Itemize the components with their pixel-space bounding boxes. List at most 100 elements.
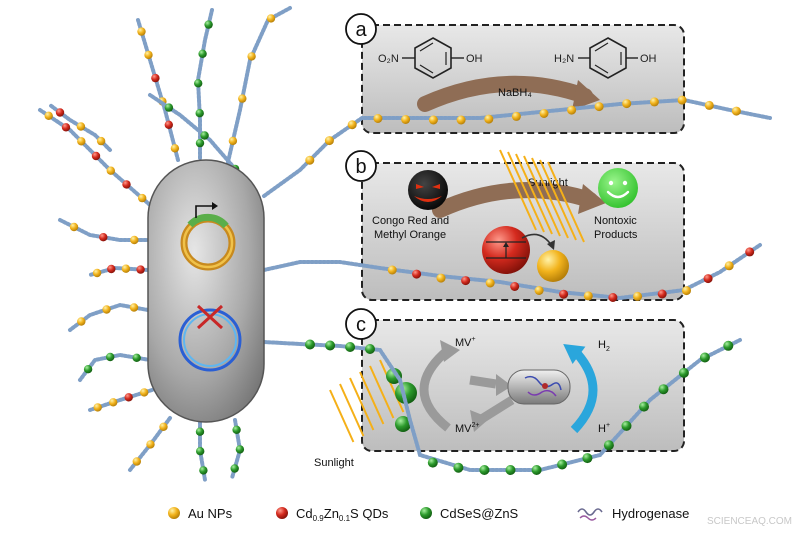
legend-au-label: Au NPs: [188, 506, 233, 521]
green-bead-c2: [582, 453, 593, 464]
filament-bead: [198, 49, 207, 58]
filament-bead: [132, 353, 141, 362]
filament-bead: [195, 427, 205, 436]
bead-b: [608, 293, 618, 302]
bead-b: [461, 276, 471, 286]
cell-nanowires: [38, 6, 292, 482]
bead-b: [583, 291, 593, 301]
au-bead-a: [511, 111, 521, 121]
bead-b: [412, 269, 422, 279]
filament-bead: [61, 123, 71, 132]
mv-cycle-head-top: [440, 340, 460, 362]
product-label-line2: Products: [594, 229, 638, 241]
filament-bead: [136, 265, 145, 274]
filament-bead: [159, 422, 168, 431]
bead-b: [387, 265, 397, 275]
filament-wire: [148, 93, 252, 188]
bead-b: [510, 282, 520, 291]
green-bead-c2: [603, 440, 614, 451]
au-bead-a: [704, 100, 714, 110]
green-bead-c2: [621, 420, 632, 431]
filament-bead: [138, 193, 147, 203]
filament-bead: [109, 398, 118, 407]
filament-bead: [140, 388, 149, 397]
reaction-arrow-b: [432, 182, 598, 218]
green-bead-c2: [531, 465, 542, 475]
green-bead-c2: [505, 465, 516, 475]
green-bead-c2: [453, 462, 464, 473]
legend-item-au: Au NPs: [168, 506, 233, 521]
au-bead-a: [484, 114, 494, 124]
filament-bead: [92, 268, 102, 278]
watermark: SCIENCEAQ.COM: [707, 516, 792, 527]
filament-bead: [195, 109, 204, 118]
filament-bead: [235, 445, 245, 454]
filament-bead: [55, 108, 65, 117]
au-bead-a: [567, 105, 577, 115]
bead-b: [703, 274, 713, 284]
legend-green-swatch: [420, 507, 432, 519]
plasmid-gene-segment: [187, 213, 229, 229]
au-bead-a: [324, 136, 334, 146]
green-qd-c3: [395, 416, 411, 432]
legend-qd-swatch: [276, 507, 288, 519]
filament-bead: [232, 425, 241, 434]
filament-bead: [247, 52, 256, 61]
green-bead-c: [345, 342, 356, 352]
filament-bead: [194, 79, 203, 88]
reagent-label: NaBH₄: [498, 87, 532, 99]
svg-text:a: a: [355, 19, 367, 41]
svg-text:b: b: [355, 156, 366, 178]
filament-bead: [130, 235, 139, 245]
au-bead-a: [373, 114, 383, 123]
plasmid-knockout: [178, 308, 242, 372]
au-bead-a: [649, 97, 659, 107]
dye-face-icon: [408, 170, 448, 210]
bead-b: [436, 273, 446, 283]
filament-bead: [76, 122, 86, 131]
filament-bead: [96, 136, 106, 146]
bead-b: [633, 291, 643, 301]
filament-bead: [122, 180, 131, 189]
nanowire-a: [262, 97, 772, 198]
green-bead-c2: [427, 457, 438, 468]
panel-nanowires: [262, 95, 772, 475]
legend-hydrogenase-label: Hydrogenase: [612, 506, 689, 521]
au-particle-b: [537, 250, 569, 282]
h2-cycle-head: [563, 344, 586, 365]
product-oh-label: OH: [640, 53, 657, 65]
panel-b: Congo Red and Methyl Orange Nontoxic Pro…: [361, 149, 685, 301]
mv-to-enzyme-head: [496, 374, 512, 396]
svg-text:c: c: [356, 314, 366, 336]
hplus-label: H+: [598, 422, 610, 435]
filament-bead: [121, 264, 131, 273]
smiley-icon: [598, 168, 638, 208]
dye-label-line1: Congo Red and: [372, 215, 449, 227]
green-bead-c2: [658, 384, 669, 395]
mv-plus-label: MV+: [455, 336, 476, 349]
green-bead-c2: [723, 340, 734, 351]
green-bead-c2: [639, 401, 649, 412]
au-bead-a: [305, 155, 315, 165]
promoter-icon: [195, 205, 214, 218]
mv-2plus-label: MV2+: [455, 422, 479, 435]
filament-bead: [44, 111, 53, 121]
bead-b: [682, 286, 691, 296]
green-bead-c: [325, 340, 336, 351]
green-bead-c: [305, 339, 315, 350]
qd-particle-b: [482, 226, 555, 274]
filament-bead: [238, 94, 247, 103]
product-amine-label: H₂N: [554, 53, 574, 65]
legend-green-label: CdSeS@ZnS: [440, 506, 519, 521]
filament-bead: [199, 466, 208, 475]
filament-bead: [164, 103, 174, 112]
filament-bead: [200, 131, 209, 140]
h2-cycle-arc: [570, 346, 598, 434]
product-molecule: H₂N OH: [554, 37, 657, 79]
filament-bead: [93, 403, 102, 412]
au-bead-a: [622, 99, 632, 109]
legend-qd-label: Cd0.9Zn0.1S QDs: [296, 506, 389, 523]
legend-au-swatch: [168, 507, 180, 519]
filament-wire: [136, 18, 180, 162]
